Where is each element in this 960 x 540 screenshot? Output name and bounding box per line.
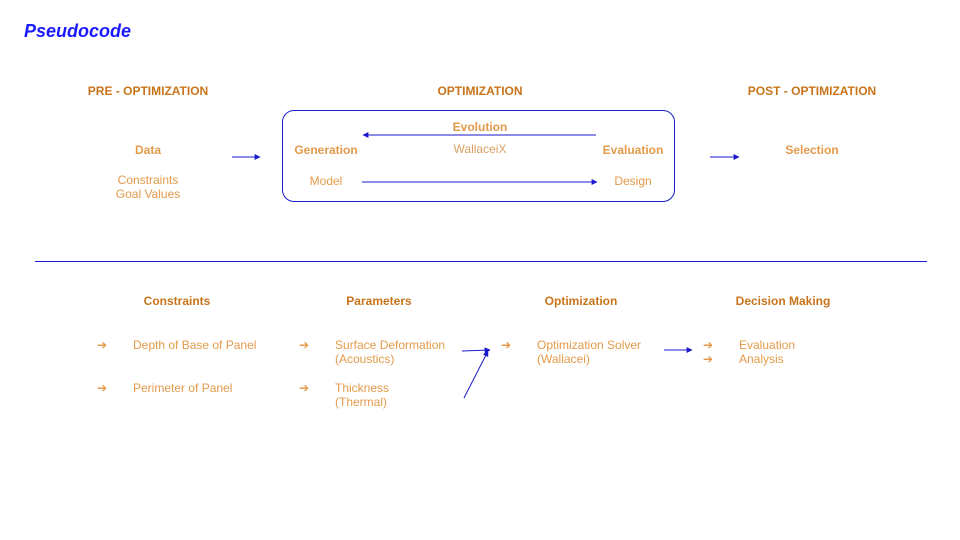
constraint-item: Perimeter of Panel (133, 381, 233, 395)
surface-to-solver-arrow (461, 347, 491, 354)
generation-label: Generation (294, 143, 358, 157)
page-title: Pseudocode (24, 21, 132, 41)
bullet-arrow-icon: ➔ (299, 338, 310, 352)
constraints-header: Constraints (143, 294, 211, 308)
optimization-loop-box (282, 110, 675, 202)
constraint-item: Depth of Base of Panel (133, 338, 257, 352)
bullet-arrow-icon: ➔ (703, 352, 714, 366)
optimization-stage-header: Optimization (544, 294, 618, 308)
parameter-item: Thickness (Thermal) (335, 381, 389, 409)
decision-item: Evaluation (739, 338, 796, 352)
section-divider (35, 261, 927, 262)
decision-making-header: Decision Making (735, 294, 831, 308)
optimization-item: Optimization Solver (Wallacei) (537, 338, 641, 366)
parameter-name: Surface Deformation (335, 338, 446, 352)
parameters-header: Parameters (346, 294, 412, 308)
evolution-label: Evolution (452, 120, 508, 134)
bullet-arrow-icon: ➔ (703, 338, 714, 352)
data-label: Data (134, 143, 162, 157)
parameter-item: Surface Deformation (Acoustics) (335, 338, 445, 366)
optimization-header: OPTIMIZATION (437, 84, 523, 98)
bullet-arrow-icon: ➔ (501, 338, 512, 352)
parameter-name: Thickness (335, 381, 390, 395)
model-label: Model (309, 174, 343, 188)
bullet-arrow-icon: ➔ (299, 381, 310, 395)
decision-item: Analysis (739, 352, 784, 366)
parameter-note: (Thermal) (335, 395, 388, 409)
pre-optimization-header: PRE - OPTIMIZATION (87, 84, 209, 98)
wallaceix-label: WallaceiX (453, 142, 507, 156)
optimization-solver: Optimization Solver (537, 338, 642, 352)
design-label: Design (614, 174, 652, 188)
optimization-solver-note: (Wallacei) (537, 352, 590, 366)
bullet-arrow-icon: ➔ (97, 381, 108, 395)
data-items: Constraints Goal Values (116, 173, 180, 201)
data-item-goal-values: Goal Values (115, 187, 181, 201)
post-optimization-header: POST - OPTIMIZATION (747, 84, 877, 98)
data-item-constraints: Constraints (117, 173, 179, 187)
evaluation-label: Evaluation (602, 143, 664, 157)
parameter-note: (Acoustics) (335, 352, 395, 366)
thickness-to-solver-arrow (463, 350, 489, 399)
selection-label: Selection (785, 143, 839, 157)
bullet-arrow-icon: ➔ (97, 338, 108, 352)
